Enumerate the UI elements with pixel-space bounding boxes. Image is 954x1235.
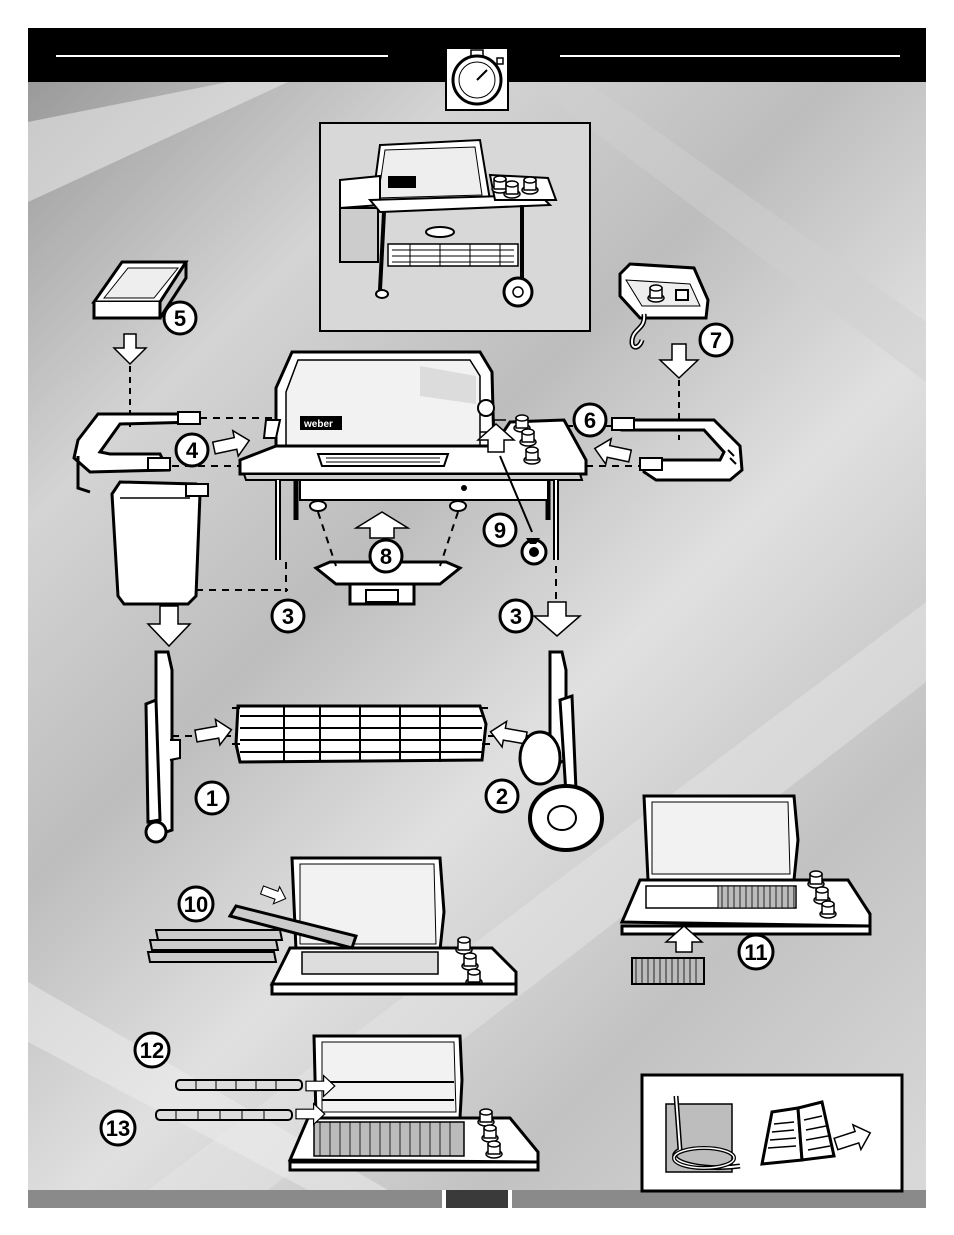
step-number-11: 11 <box>739 935 773 969</box>
warming-rack-12 <box>176 1080 302 1090</box>
svg-text:3: 3 <box>282 604 294 629</box>
svg-text:weber: weber <box>303 419 333 430</box>
gas-hose-icon <box>666 1096 740 1172</box>
svg-text:7: 7 <box>710 328 722 353</box>
step-number-5: 5 <box>164 302 196 334</box>
arrow-right-4 <box>211 428 252 461</box>
step-number-7: 7 <box>700 324 732 356</box>
svg-text:4: 4 <box>186 438 199 463</box>
weber-logo: weber <box>300 416 342 430</box>
step-number-13: 13 <box>101 1111 135 1145</box>
cooking-grate-loose <box>632 958 704 984</box>
step-number-6: 6 <box>574 404 606 436</box>
step-number-3-left: 3 <box>272 600 304 632</box>
step-number-2: 2 <box>486 780 518 812</box>
arrow-down-right-leg <box>534 602 580 636</box>
left-leg <box>146 652 180 842</box>
step-number-8: 8 <box>370 540 402 572</box>
arrow-left-6 <box>592 436 633 469</box>
step-number-4: 4 <box>176 434 208 466</box>
step-number-1: 1 <box>196 782 228 814</box>
bottom-shelf-grate <box>232 706 490 762</box>
stopwatch-icon <box>446 48 508 110</box>
warming-rack-13 <box>156 1110 292 1120</box>
main-grill-body: weber <box>240 352 586 560</box>
svg-text:10: 10 <box>184 892 208 917</box>
igniter-knob <box>522 538 546 564</box>
flavorizer-bars-stack <box>148 930 282 962</box>
svg-text:13: 13 <box>106 1116 130 1141</box>
step-number-9: 9 <box>484 514 516 546</box>
grill-with-grates-11 <box>622 796 870 934</box>
svg-text:5: 5 <box>174 306 186 331</box>
arrow-right-10 <box>259 881 289 907</box>
step-number-10: 10 <box>179 887 213 921</box>
step-number-12: 12 <box>135 1033 169 1067</box>
arrow-up-8 <box>356 512 408 538</box>
svg-text:9: 9 <box>494 518 506 543</box>
right-control-panel <box>620 264 708 347</box>
svg-text:1: 1 <box>206 786 218 811</box>
completed-grill-inset <box>320 123 590 331</box>
arrow-down-left-leg <box>148 606 190 646</box>
grill-with-racks-12-13 <box>290 1036 538 1170</box>
svg-text:6: 6 <box>584 408 596 433</box>
right-frame-handle <box>612 418 742 480</box>
svg-text:12: 12 <box>140 1038 164 1063</box>
arrow-right-1 <box>194 717 234 749</box>
svg-text:11: 11 <box>744 940 767 965</box>
owners-manual-icon <box>762 1102 834 1164</box>
svg-text:3: 3 <box>510 604 522 629</box>
step-number-3-right: 3 <box>500 600 532 632</box>
final-inset <box>642 1075 902 1191</box>
svg-text:2: 2 <box>496 784 508 809</box>
svg-text:8: 8 <box>380 544 392 569</box>
right-leg-wheels <box>520 652 602 850</box>
left-cart-panel <box>112 482 208 604</box>
